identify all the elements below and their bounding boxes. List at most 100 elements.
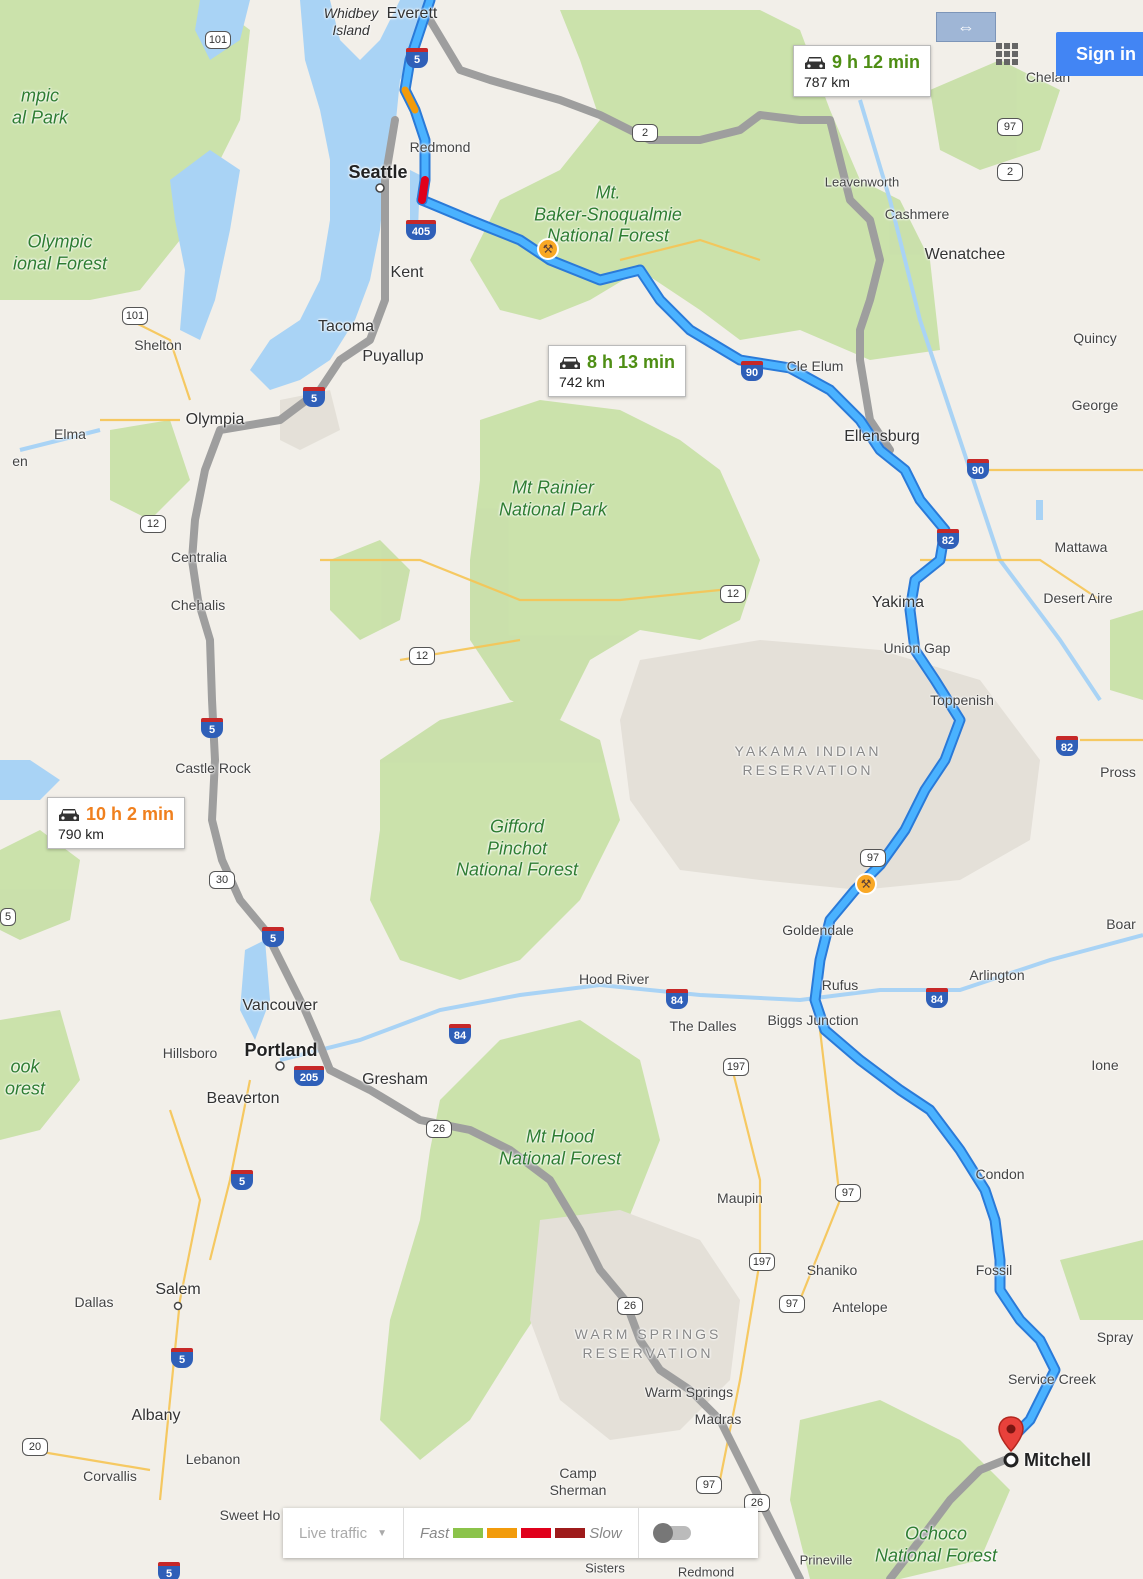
route-option-3[interactable]: 10 h 2 min 790 km xyxy=(47,797,186,849)
i5-shield-icon: 5 xyxy=(158,1562,180,1579)
city-label-tacoma: Tacoma xyxy=(317,318,375,335)
us2-shield-icon: 2 xyxy=(632,124,658,142)
destination-pin-icon[interactable] xyxy=(998,1416,1024,1452)
city-label-mattawa: Mattawa xyxy=(1054,539,1108,555)
city-label-kent: Kent xyxy=(390,264,424,281)
i90-shield-icon: 90 xyxy=(741,361,763,381)
us26-shield-icon: 26 xyxy=(744,1494,770,1512)
construction-icon[interactable]: ⚒ xyxy=(855,873,877,895)
i5-shield-icon: 5 xyxy=(262,927,284,947)
city-label-vancouver: Vancouver xyxy=(242,997,318,1014)
live-traffic-dropdown[interactable]: Live traffic ▼ xyxy=(283,1508,404,1558)
sign-in-button[interactable]: Sign in xyxy=(1056,32,1143,76)
city-label-olympia: Olympia xyxy=(185,411,245,428)
traffic-legend-bar: Live traffic ▼ Fast Slow xyxy=(283,1508,758,1558)
route-duration: 9 h 12 min xyxy=(832,52,921,72)
us12-shield-icon: 12 xyxy=(140,515,166,533)
us12-shield-icon: 12 xyxy=(409,647,435,665)
park-label-olympic-nf: Olympic ional Forest xyxy=(12,231,108,273)
i5-shield-icon: 5 xyxy=(303,387,325,407)
city-label-corvallis: Corvallis xyxy=(83,1468,137,1484)
city-label-shaniko: Shaniko xyxy=(806,1262,858,1278)
route-option-2[interactable]: 8 h 13 min 742 km xyxy=(548,345,687,397)
toggle-track[interactable] xyxy=(652,1523,691,1543)
city-label-desert-aire: Desert Aire xyxy=(1043,590,1113,606)
toggle-knob[interactable] xyxy=(652,1523,673,1543)
city-label-redmond: Redmond xyxy=(409,139,471,155)
city-label-goldendale: Goldendale xyxy=(782,922,854,938)
city-label-castle-rock: Castle Rock xyxy=(175,760,251,776)
park-label-gifford-pinchot: Gifford Pinchot National Forest xyxy=(455,816,579,880)
city-label-salem: Salem xyxy=(155,1281,201,1298)
i5-shield-icon: 5 xyxy=(406,48,428,68)
city-label-dallas: Dallas xyxy=(74,1294,114,1310)
city-label-george: George xyxy=(1071,397,1119,413)
apps-grid-icon[interactable] xyxy=(996,43,1018,65)
city-label-cle-elum: Cle Elum xyxy=(786,358,844,374)
city-label-biggs-junction: Biggs Junction xyxy=(767,1012,859,1028)
route-distance: 787 km xyxy=(804,74,850,90)
city-label-camp-sherman: Camp Sherman xyxy=(549,1465,607,1498)
construction-icon[interactable]: ⚒ xyxy=(537,238,559,260)
legend-swatch-very-slow xyxy=(555,1528,586,1538)
us101-shield-icon: 101 xyxy=(122,307,148,325)
i405-shield-icon: 405 xyxy=(406,220,436,240)
city-label-the-dalles: The Dalles xyxy=(669,1018,737,1034)
rivers xyxy=(19,99,1143,1062)
city-label-boardman: Boar xyxy=(1106,916,1136,932)
primary-route xyxy=(399,0,1061,1446)
caret-down-icon: ▼ xyxy=(377,1527,387,1539)
city-label-wenatchee: Wenatchee xyxy=(924,246,1006,263)
city-label-condon: Condon xyxy=(975,1166,1025,1182)
city-label-elma: Elma xyxy=(54,426,86,442)
reservation-label-yakama: YAKAMA INDIAN RESERVATION xyxy=(734,743,882,778)
i90-shield-icon: 90 xyxy=(967,459,989,479)
city-label-rufus: Rufus xyxy=(821,977,859,993)
city-label-albany: Albany xyxy=(131,1407,181,1424)
city-label-warm-springs: Warm Springs xyxy=(644,1384,734,1400)
reservation-label-warm-springs: WARM SPRINGS RESERVATION xyxy=(574,1326,722,1361)
city-label-union-gap: Union Gap xyxy=(883,640,951,656)
destination-label-mitchell[interactable]: Mitchell xyxy=(1024,1450,1092,1470)
legend-slow-label: Slow xyxy=(589,1524,622,1542)
us97-shield-icon: 97 xyxy=(779,1295,805,1313)
legend-swatch-fast xyxy=(453,1528,484,1538)
car-icon xyxy=(59,808,79,821)
traffic-speed-legend: Fast Slow xyxy=(404,1508,639,1558)
city-label-ellensburg: Ellensburg xyxy=(844,428,920,445)
city-label-portland: Portland xyxy=(244,1040,318,1060)
water-bodies xyxy=(0,0,1043,1040)
island-label-whidbey: Whidbey Island xyxy=(323,5,379,38)
city-label-shelton: Shelton xyxy=(134,337,182,353)
city-label-arlington: Arlington xyxy=(969,967,1025,983)
traffic-toggle[interactable] xyxy=(639,1523,707,1543)
park-label-mt-hood: Mt Hood National Forest xyxy=(498,1126,622,1168)
city-label-ione: Ione xyxy=(1091,1057,1119,1073)
city-label-sisters: Sisters xyxy=(585,1560,625,1576)
us12-shield-icon: 12 xyxy=(720,585,746,603)
us197-shield-icon: 197 xyxy=(749,1253,775,1271)
i84-shield-icon: 84 xyxy=(449,1024,471,1044)
city-label-chehalis: Chehalis xyxy=(170,597,226,613)
us20-shield-icon: 20 xyxy=(22,1438,48,1456)
route-option-1[interactable]: 9 h 12 min 787 km xyxy=(793,45,932,97)
city-label-fossil: Fossil xyxy=(975,1262,1013,1278)
live-traffic-label: Live traffic xyxy=(299,1524,368,1542)
park-label-mt-rainier: Mt Rainier National Park xyxy=(498,477,608,519)
park-label-baker-snoqualmie: Mt. Baker-Snoqualmie National Forest xyxy=(534,182,682,246)
expand-toggle-button[interactable]: ⇔ xyxy=(936,12,996,42)
city-label-service-creek: Service Creek xyxy=(1008,1371,1096,1387)
route-duration: 8 h 13 min xyxy=(587,352,676,372)
us97-shield-icon: 97 xyxy=(997,118,1023,136)
city-label-quincy: Quincy xyxy=(1073,330,1117,346)
city-label-toppenish: Toppenish xyxy=(930,692,994,708)
us97-shield-icon: 97 xyxy=(696,1476,722,1494)
route-distance: 790 km xyxy=(58,826,104,842)
city-label-antelope: Antelope xyxy=(832,1299,888,1315)
i82-shield-icon: 82 xyxy=(937,529,959,549)
i205-shield-icon: 205 xyxy=(294,1066,324,1086)
city-label-centralia: Centralia xyxy=(170,549,228,565)
city-label-prosser: Pross xyxy=(1100,764,1136,780)
